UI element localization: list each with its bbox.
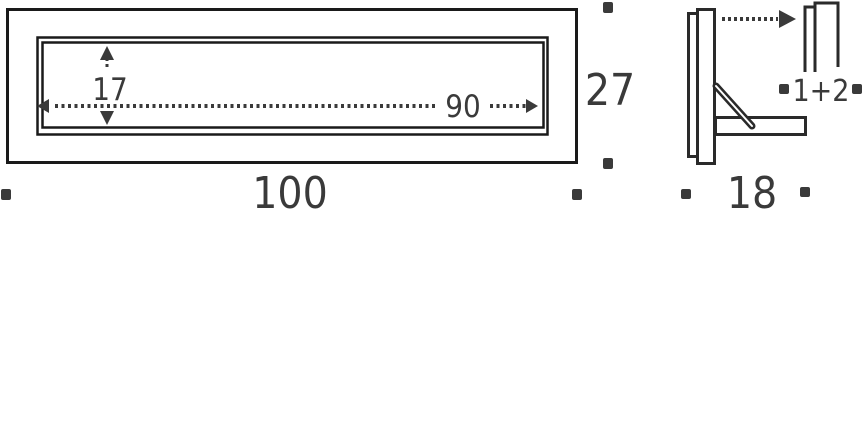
front-view: [6, 8, 578, 164]
arrow-right-icon: [526, 99, 538, 113]
panel-front: [696, 8, 716, 165]
outer-width-label: 100: [252, 168, 328, 219]
inner-height-label: 17: [92, 72, 127, 108]
inner-frame-outer: [36, 36, 549, 136]
inner-width-label: 90: [445, 89, 480, 125]
shelf: [714, 116, 807, 136]
outer-frame: [6, 8, 578, 164]
arrow-left-icon: [37, 99, 49, 113]
arrow-down-icon: [100, 111, 114, 125]
outer-height-label: 27: [585, 65, 635, 116]
depth-label: 18: [727, 168, 777, 219]
arrow-up-icon: [100, 46, 114, 60]
corner-markers: [1, 2, 862, 200]
bracket-inner: [715, 85, 753, 127]
inner-frame-inner: [41, 41, 545, 129]
channel-profile: [803, 5, 815, 72]
arrow-right-icon: [779, 10, 796, 28]
channel-profile-main: [813, 1, 840, 72]
side-view: [687, 1, 840, 165]
thickness-label: 1+2: [793, 74, 850, 109]
